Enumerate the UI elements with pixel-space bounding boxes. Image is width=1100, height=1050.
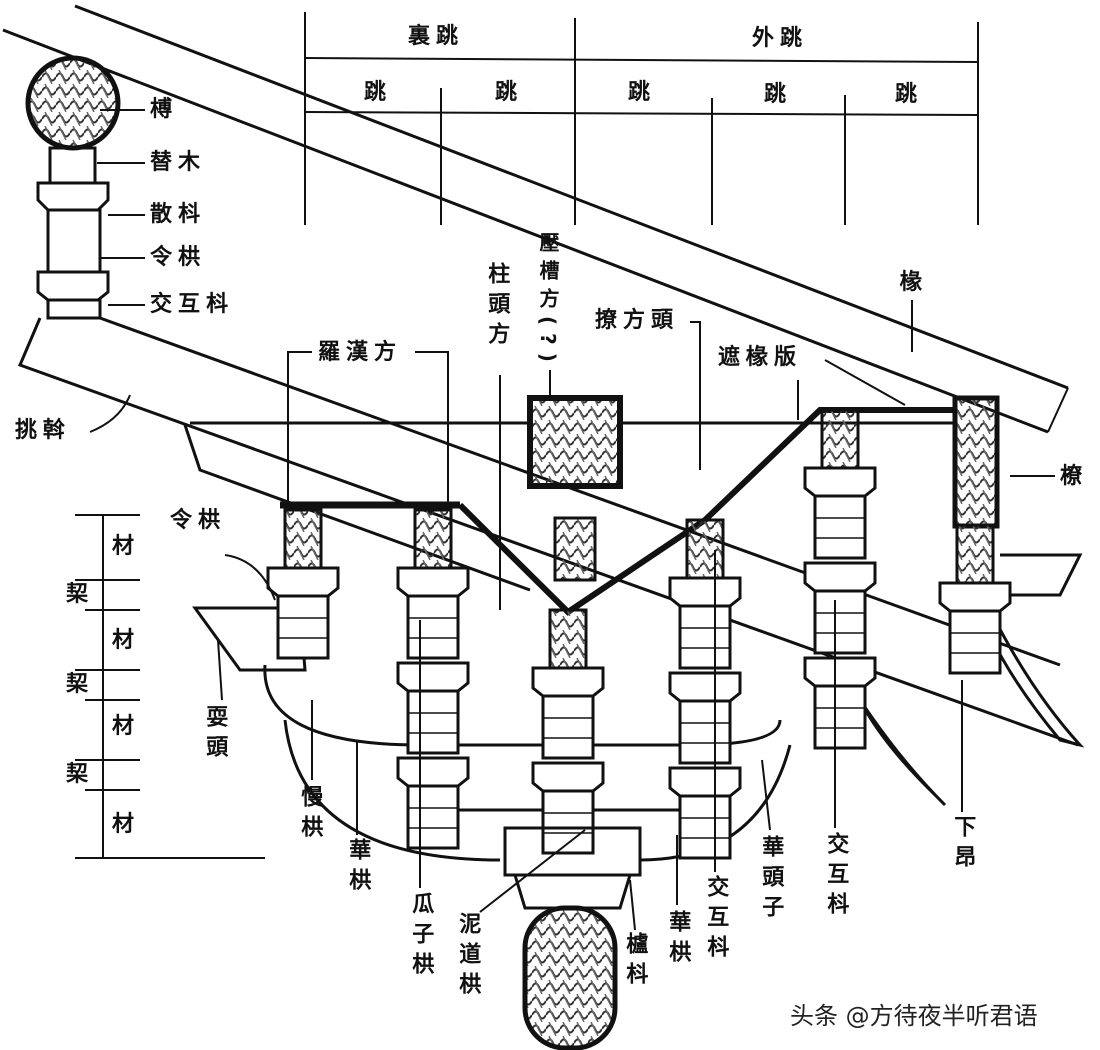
label-timu: 替木 xyxy=(150,150,207,175)
step-label: 跳 xyxy=(364,80,393,105)
bracket-block xyxy=(531,666,605,698)
bracket-block xyxy=(283,508,323,572)
bracket-block xyxy=(396,661,470,693)
scale-cai: 材 xyxy=(112,534,141,559)
bracket-block xyxy=(396,756,470,788)
bracket-block xyxy=(820,408,860,472)
bracket-block xyxy=(548,608,588,672)
bracket-block xyxy=(668,766,742,798)
bracket-block xyxy=(685,518,725,582)
rafter xyxy=(2,4,1069,434)
step-label: 跳 xyxy=(764,82,793,107)
scale-cai: 材 xyxy=(112,628,141,653)
xia-ang xyxy=(858,553,1085,807)
label-nidaogong: 泥道栱 xyxy=(455,912,481,1002)
ludou xyxy=(503,826,642,1050)
label-mangong: 慢栱 xyxy=(297,785,323,845)
bracket-block xyxy=(813,494,867,560)
bracket-block xyxy=(813,589,867,655)
label-jiaohudou-right: 交互枓 xyxy=(823,832,849,922)
label-tiaowo: 挑斡 xyxy=(15,418,72,443)
label-jiaohudou-top: 交互枓 xyxy=(150,292,235,317)
scale-cai: 材 xyxy=(112,714,141,739)
label-jiaohudou-mid: 交互枓 xyxy=(703,875,729,965)
cai-qi-scale xyxy=(75,514,265,859)
bracket-columns xyxy=(266,408,1012,860)
bracket-block xyxy=(406,594,460,660)
bracket-block xyxy=(955,523,995,587)
scale-qi: 栔 xyxy=(66,762,95,787)
bracket-block xyxy=(678,699,732,765)
label-linggong-top: 令栱 xyxy=(150,245,207,270)
label-sandou: 散枓 xyxy=(150,202,207,227)
bracket-block xyxy=(803,656,877,688)
bracket-block xyxy=(541,694,595,760)
bracket-block xyxy=(531,761,605,793)
label-xiaang: 下昂 xyxy=(950,815,976,875)
label-ludou: 櫨枓 xyxy=(622,932,648,992)
label-chuan: 椽 xyxy=(900,270,929,295)
label-liao: 橑 xyxy=(1060,464,1089,489)
scale-qi: 栔 xyxy=(66,672,95,697)
bracket-block xyxy=(668,576,742,608)
bracket-block xyxy=(678,604,732,670)
bracket-block xyxy=(406,784,460,850)
label-zhechuanban: 遮椽版 xyxy=(718,345,803,370)
label-huagong-right: 華栱 xyxy=(665,910,691,970)
scale-cai: 材 xyxy=(112,812,141,837)
scale-qi: 栔 xyxy=(66,582,95,607)
bracket-block xyxy=(276,594,330,660)
leader-lines xyxy=(89,109,1055,931)
bracket-block xyxy=(406,689,460,755)
bracket-block xyxy=(678,794,732,860)
label-luohanfang: 羅漢方 xyxy=(318,340,403,365)
label-shuatou: 耍頭 xyxy=(202,705,228,765)
bracket-block xyxy=(813,684,867,750)
label-liaofangtou: 撩方頭 xyxy=(595,308,680,333)
label-linggong: 令栱 xyxy=(170,508,227,533)
bracket-block xyxy=(396,566,470,598)
label-guazigong: 瓜子栱 xyxy=(408,892,434,982)
step-label: 跳 xyxy=(895,82,924,107)
watermark: 头条 @方待夜半听君语 xyxy=(790,1002,1038,1030)
label-fu: 榑 xyxy=(150,97,179,122)
label-huagong-left: 華栱 xyxy=(345,838,371,898)
bracket-block xyxy=(266,566,340,598)
inner-step-label: 裏跳 xyxy=(408,24,465,49)
outer-step-label: 外跳 xyxy=(752,26,809,51)
bracket-block xyxy=(803,561,877,593)
step-label: 跳 xyxy=(495,80,524,105)
step-label: 跳 xyxy=(628,80,657,105)
bracket-block xyxy=(668,671,742,703)
label-zhutoufang: 柱頭方 xyxy=(484,262,510,352)
shuatou-end xyxy=(192,606,307,672)
bracket-block xyxy=(413,508,453,572)
purlin-column xyxy=(25,55,121,320)
bracket-block xyxy=(948,609,1002,675)
label-yacaofang: 壓槽方(?) xyxy=(536,232,560,370)
bracket-block xyxy=(803,466,877,498)
label-huatouzi: 華頭子 xyxy=(758,835,784,925)
step-header-grid xyxy=(304,12,979,225)
bracket-block xyxy=(938,581,1012,613)
